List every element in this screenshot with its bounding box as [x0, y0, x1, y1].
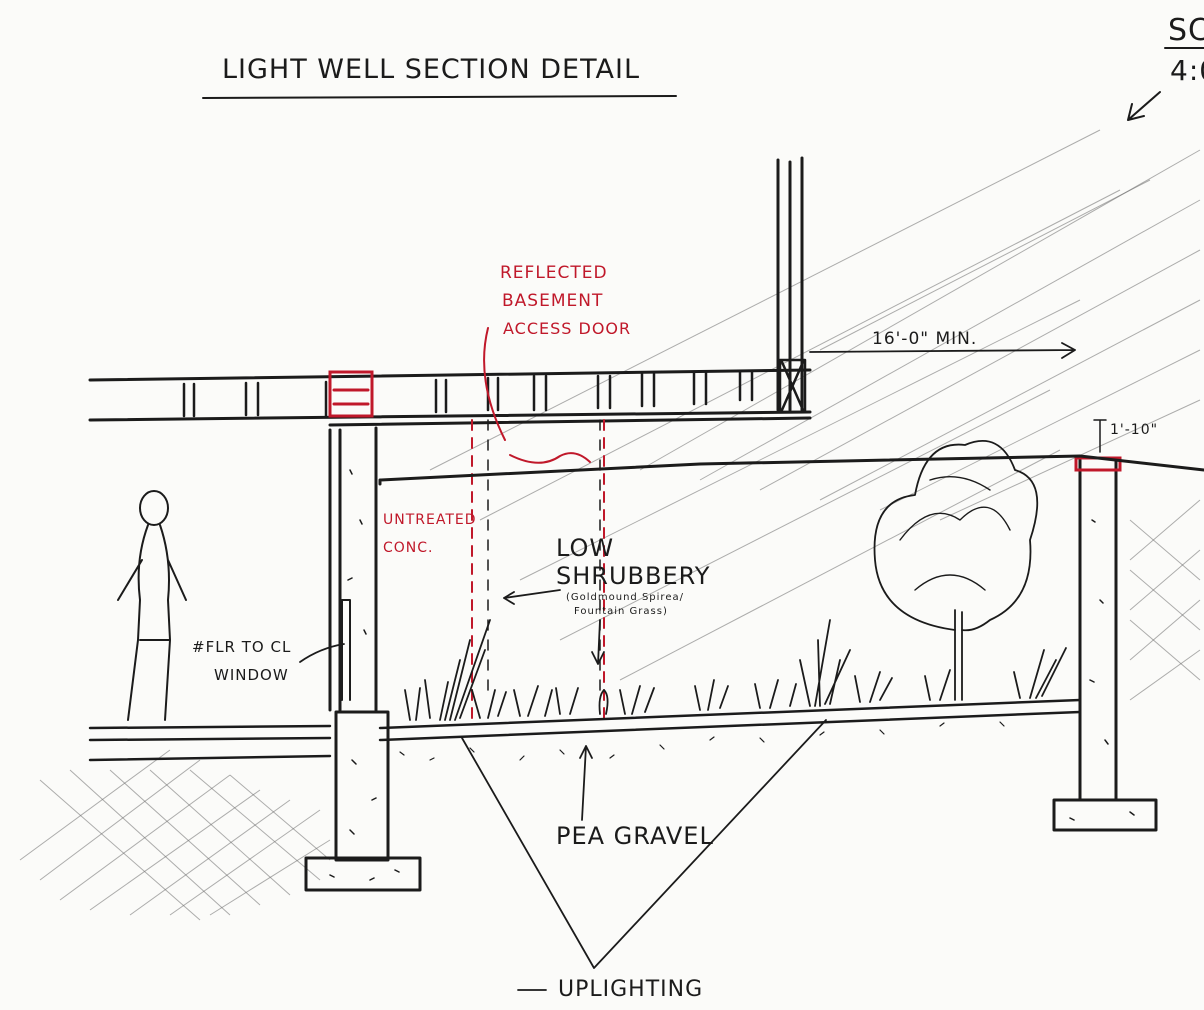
grade-lines [88, 698, 1082, 762]
shrub-note-2: Fountain Grass) [574, 606, 668, 617]
upper-wall [776, 156, 804, 412]
untreated-label-1: UNTREATED [383, 512, 477, 528]
window-label-2: WINDOW [214, 666, 289, 684]
floor-deck [88, 358, 812, 427]
title-underline [202, 95, 677, 99]
canopy-line [378, 454, 1204, 486]
light-rays-hatching [429, 129, 1201, 681]
window-leader [299, 643, 345, 663]
basement-window [341, 599, 351, 701]
shrub-note-1: (Goldmound Spirea/ [566, 592, 684, 603]
redline-markup [328, 327, 605, 721]
shrubbery-plants [404, 619, 1067, 721]
left-foundation-wall [304, 426, 422, 892]
dimension-min-label: 16'-0" MIN. [872, 329, 977, 349]
dimension-small-label: 1'-10" [1110, 422, 1158, 438]
page-title: LIGHT WELL SECTION DETAIL [222, 54, 640, 85]
reflected-label-3: ACCESS DOOR [503, 319, 631, 338]
human-scale-figure [117, 490, 187, 721]
scale-value: 4:0 [1170, 54, 1204, 87]
shrub-leader-left [503, 589, 561, 605]
uplighting-label: UPLIGHTING [558, 977, 703, 1002]
tree [873, 440, 1039, 701]
shrub-leader-down [591, 619, 605, 665]
gravel-label: PEA GRAVEL [556, 822, 714, 850]
right-retaining-wall [1052, 419, 1158, 832]
shrub-label-2: SHRUBBERY [556, 562, 710, 590]
dimension-min-arrow [809, 342, 1076, 359]
scale-arrow [1127, 91, 1161, 121]
shrub-label-1: LOW [556, 534, 614, 562]
gravel-leader [579, 745, 593, 821]
reflected-label-2: BASEMENT [502, 291, 603, 311]
reflected-label-1: REFLECTED [500, 263, 608, 283]
uplighting-leaders [461, 719, 827, 969]
untreated-label-2: CONC. [383, 540, 434, 556]
scale-label: SC [1168, 13, 1204, 48]
earth-hatching [19, 499, 1201, 921]
window-label-1: #FLR TO CL [192, 638, 291, 656]
